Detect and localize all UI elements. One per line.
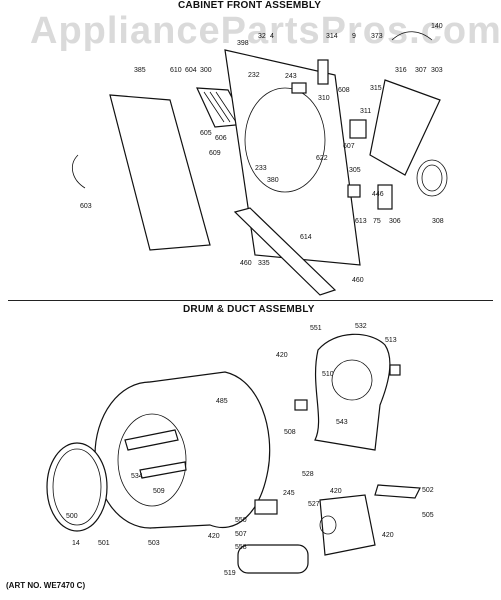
label-608: 608 (338, 87, 350, 94)
label-420-d: 420 (382, 532, 394, 539)
watermark: AppliancePartsPros.com (30, 10, 501, 52)
duct-bracket (294, 399, 308, 411)
drum-body (149, 371, 271, 529)
label-604: 604 (185, 67, 197, 74)
bottom-labels: 551 532 513 420 510 485 508 543 528 534 … (66, 323, 434, 577)
label-507: 507 (235, 531, 247, 538)
label-420: 420 (276, 352, 288, 359)
label-243: 243 (285, 73, 297, 80)
drum-baffle-2 (139, 461, 187, 479)
label-505: 505 (422, 512, 434, 519)
door-latch (377, 184, 393, 210)
light-socket (291, 82, 307, 94)
mounting-bracket (374, 484, 421, 499)
toe-kick-panel (233, 207, 337, 296)
label-316: 316 (395, 67, 407, 74)
label-75: 75 (373, 218, 381, 225)
lint-duct (369, 79, 441, 176)
label-607: 607 (343, 143, 355, 150)
label-398: 398 (237, 40, 249, 47)
label-4: 4 (270, 33, 274, 40)
label-501: 501 (98, 540, 110, 547)
section-divider (8, 300, 493, 301)
label-308: 308 (432, 218, 444, 225)
label-508: 508 (284, 429, 296, 436)
label-534: 534 (131, 473, 143, 480)
label-420-b: 420 (330, 488, 342, 495)
label-528: 528 (302, 471, 314, 478)
label-605: 605 (200, 130, 212, 137)
drum-opening (117, 413, 187, 507)
wire-harness (391, 31, 433, 41)
label-314: 314 (326, 33, 338, 40)
light-switch (317, 59, 329, 85)
thermostat (389, 364, 401, 376)
idler-bracket (254, 499, 278, 515)
label-385: 385 (134, 67, 146, 74)
cam-bracket (347, 184, 361, 198)
label-503: 503 (148, 540, 160, 547)
label-527: 527 (308, 501, 320, 508)
label-233: 233 (255, 165, 267, 172)
door-panel (109, 94, 211, 251)
label-315: 315 (370, 85, 382, 92)
label-558: 558 (235, 544, 247, 551)
label-446: 446 (372, 191, 384, 198)
label-614: 614 (300, 234, 312, 241)
label-502: 502 (422, 487, 434, 494)
label-513: 513 (385, 337, 397, 344)
label-373: 373 (371, 33, 383, 40)
label-305: 305 (349, 167, 361, 174)
label-9: 9 (352, 33, 356, 40)
cabinet-front-panel (224, 49, 361, 266)
label-380: 380 (267, 177, 279, 184)
hinge-bracket (71, 154, 86, 189)
label-460: 460 (240, 260, 252, 267)
label-543: 543 (336, 419, 348, 426)
label-306: 306 (389, 218, 401, 225)
label-310: 310 (318, 95, 330, 102)
label-532: 532 (355, 323, 367, 330)
label-307: 307 (415, 67, 427, 74)
label-140: 140 (431, 23, 443, 30)
label-485: 485 (216, 398, 228, 405)
drum-baffle (124, 429, 179, 451)
label-32: 32 (258, 33, 266, 40)
label-245: 245 (283, 490, 295, 497)
art-number: (ART NO. WE7470 C) (6, 581, 86, 590)
label-610: 610 (170, 67, 182, 74)
label-510: 510 (322, 371, 334, 378)
label-613: 613 (355, 218, 367, 225)
label-300: 300 (200, 67, 212, 74)
label-420-c: 420 (208, 533, 220, 540)
cabinet-front-assembly-title: CABINET FRONT ASSEMBLY (178, 0, 322, 11)
label-519: 519 (224, 570, 236, 577)
label-603: 603 (80, 203, 92, 210)
label-609: 609 (209, 150, 221, 157)
top-labels: 398 232 32 4 314 9 373 140 243 310 608 6… (80, 23, 444, 284)
rear-bulkhead (314, 333, 391, 451)
label-606: 606 (215, 135, 227, 142)
drum-front-seal (46, 442, 108, 532)
label-303: 303 (431, 67, 443, 74)
label-550: 550 (235, 517, 247, 524)
drum-duct-assembly-title: DRUM & DUCT ASSEMBLY (183, 304, 315, 315)
door-seal (416, 159, 448, 197)
door-switch (349, 119, 367, 139)
label-311: 311 (360, 108, 371, 115)
label-622: 622 (316, 155, 328, 162)
label-460-b: 460 (352, 277, 364, 284)
label-232: 232 (248, 72, 260, 79)
label-14: 14 (72, 540, 80, 547)
label-335: 335 (258, 260, 270, 267)
door-opening (244, 87, 326, 193)
label-500: 500 (66, 513, 78, 520)
motor (237, 544, 309, 574)
blower-housing (319, 494, 376, 556)
label-509: 509 (153, 488, 165, 495)
label-551: 551 (310, 325, 322, 332)
